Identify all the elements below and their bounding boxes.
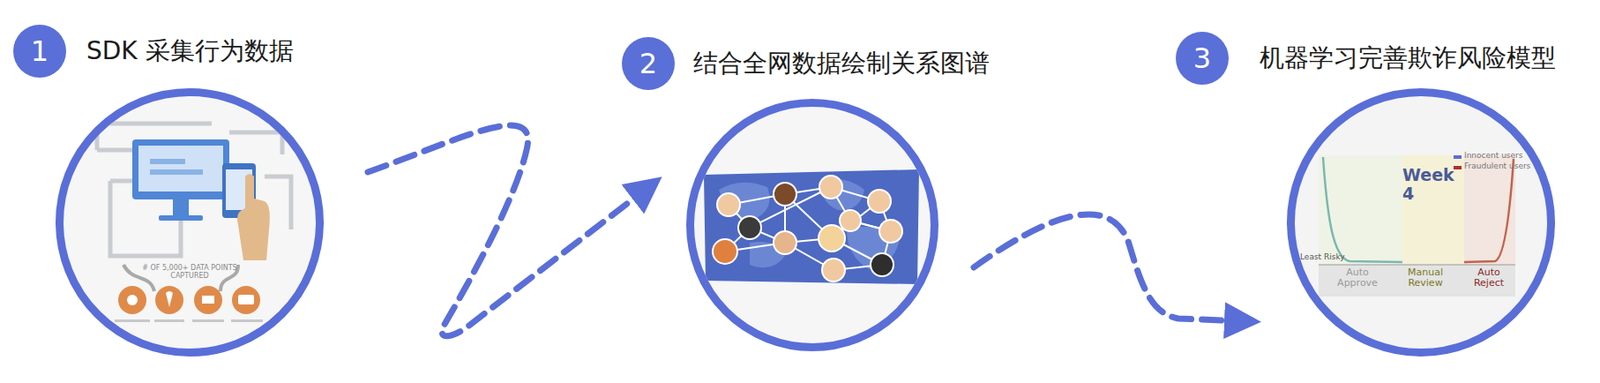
chart-label: Fraudulent users bbox=[1464, 162, 1544, 172]
step-circle: 3机器学习完善欺诈风险模型 bbox=[1286, 88, 1556, 357]
step-number: 1 bbox=[13, 24, 67, 78]
step-circle: 1SDK 采集行为数据 bbox=[55, 88, 324, 357]
dashed-arrow bbox=[973, 214, 1243, 322]
chart-label: Manual Review bbox=[1398, 267, 1453, 289]
network-illustration bbox=[688, 101, 936, 349]
chart-label: Innocent users bbox=[1464, 151, 1544, 161]
step-title: 机器学习完善欺诈风险模型 bbox=[1259, 43, 1556, 74]
step-circle: 2结合全网数据绘制关系图谱 bbox=[686, 98, 939, 352]
chart-label: Auto Reject bbox=[1464, 267, 1514, 289]
chart-label: Week 4 bbox=[1402, 165, 1456, 203]
step-title: SDK 采集行为数据 bbox=[86, 36, 294, 67]
dashed-arrow bbox=[367, 125, 648, 337]
chart-label: Least Risky bbox=[1300, 253, 1354, 262]
chart-label: # OF 5,000+ DATA POINTS CAPTURED bbox=[123, 264, 256, 281]
risk-chart-illustration bbox=[1288, 89, 1554, 355]
capture-illustration bbox=[57, 89, 322, 355]
step-number: 2 bbox=[621, 37, 675, 90]
step-title: 结合全网数据绘制关系图谱 bbox=[693, 48, 990, 79]
step-number: 3 bbox=[1175, 31, 1229, 85]
chart-label: Auto Approve bbox=[1330, 267, 1385, 289]
